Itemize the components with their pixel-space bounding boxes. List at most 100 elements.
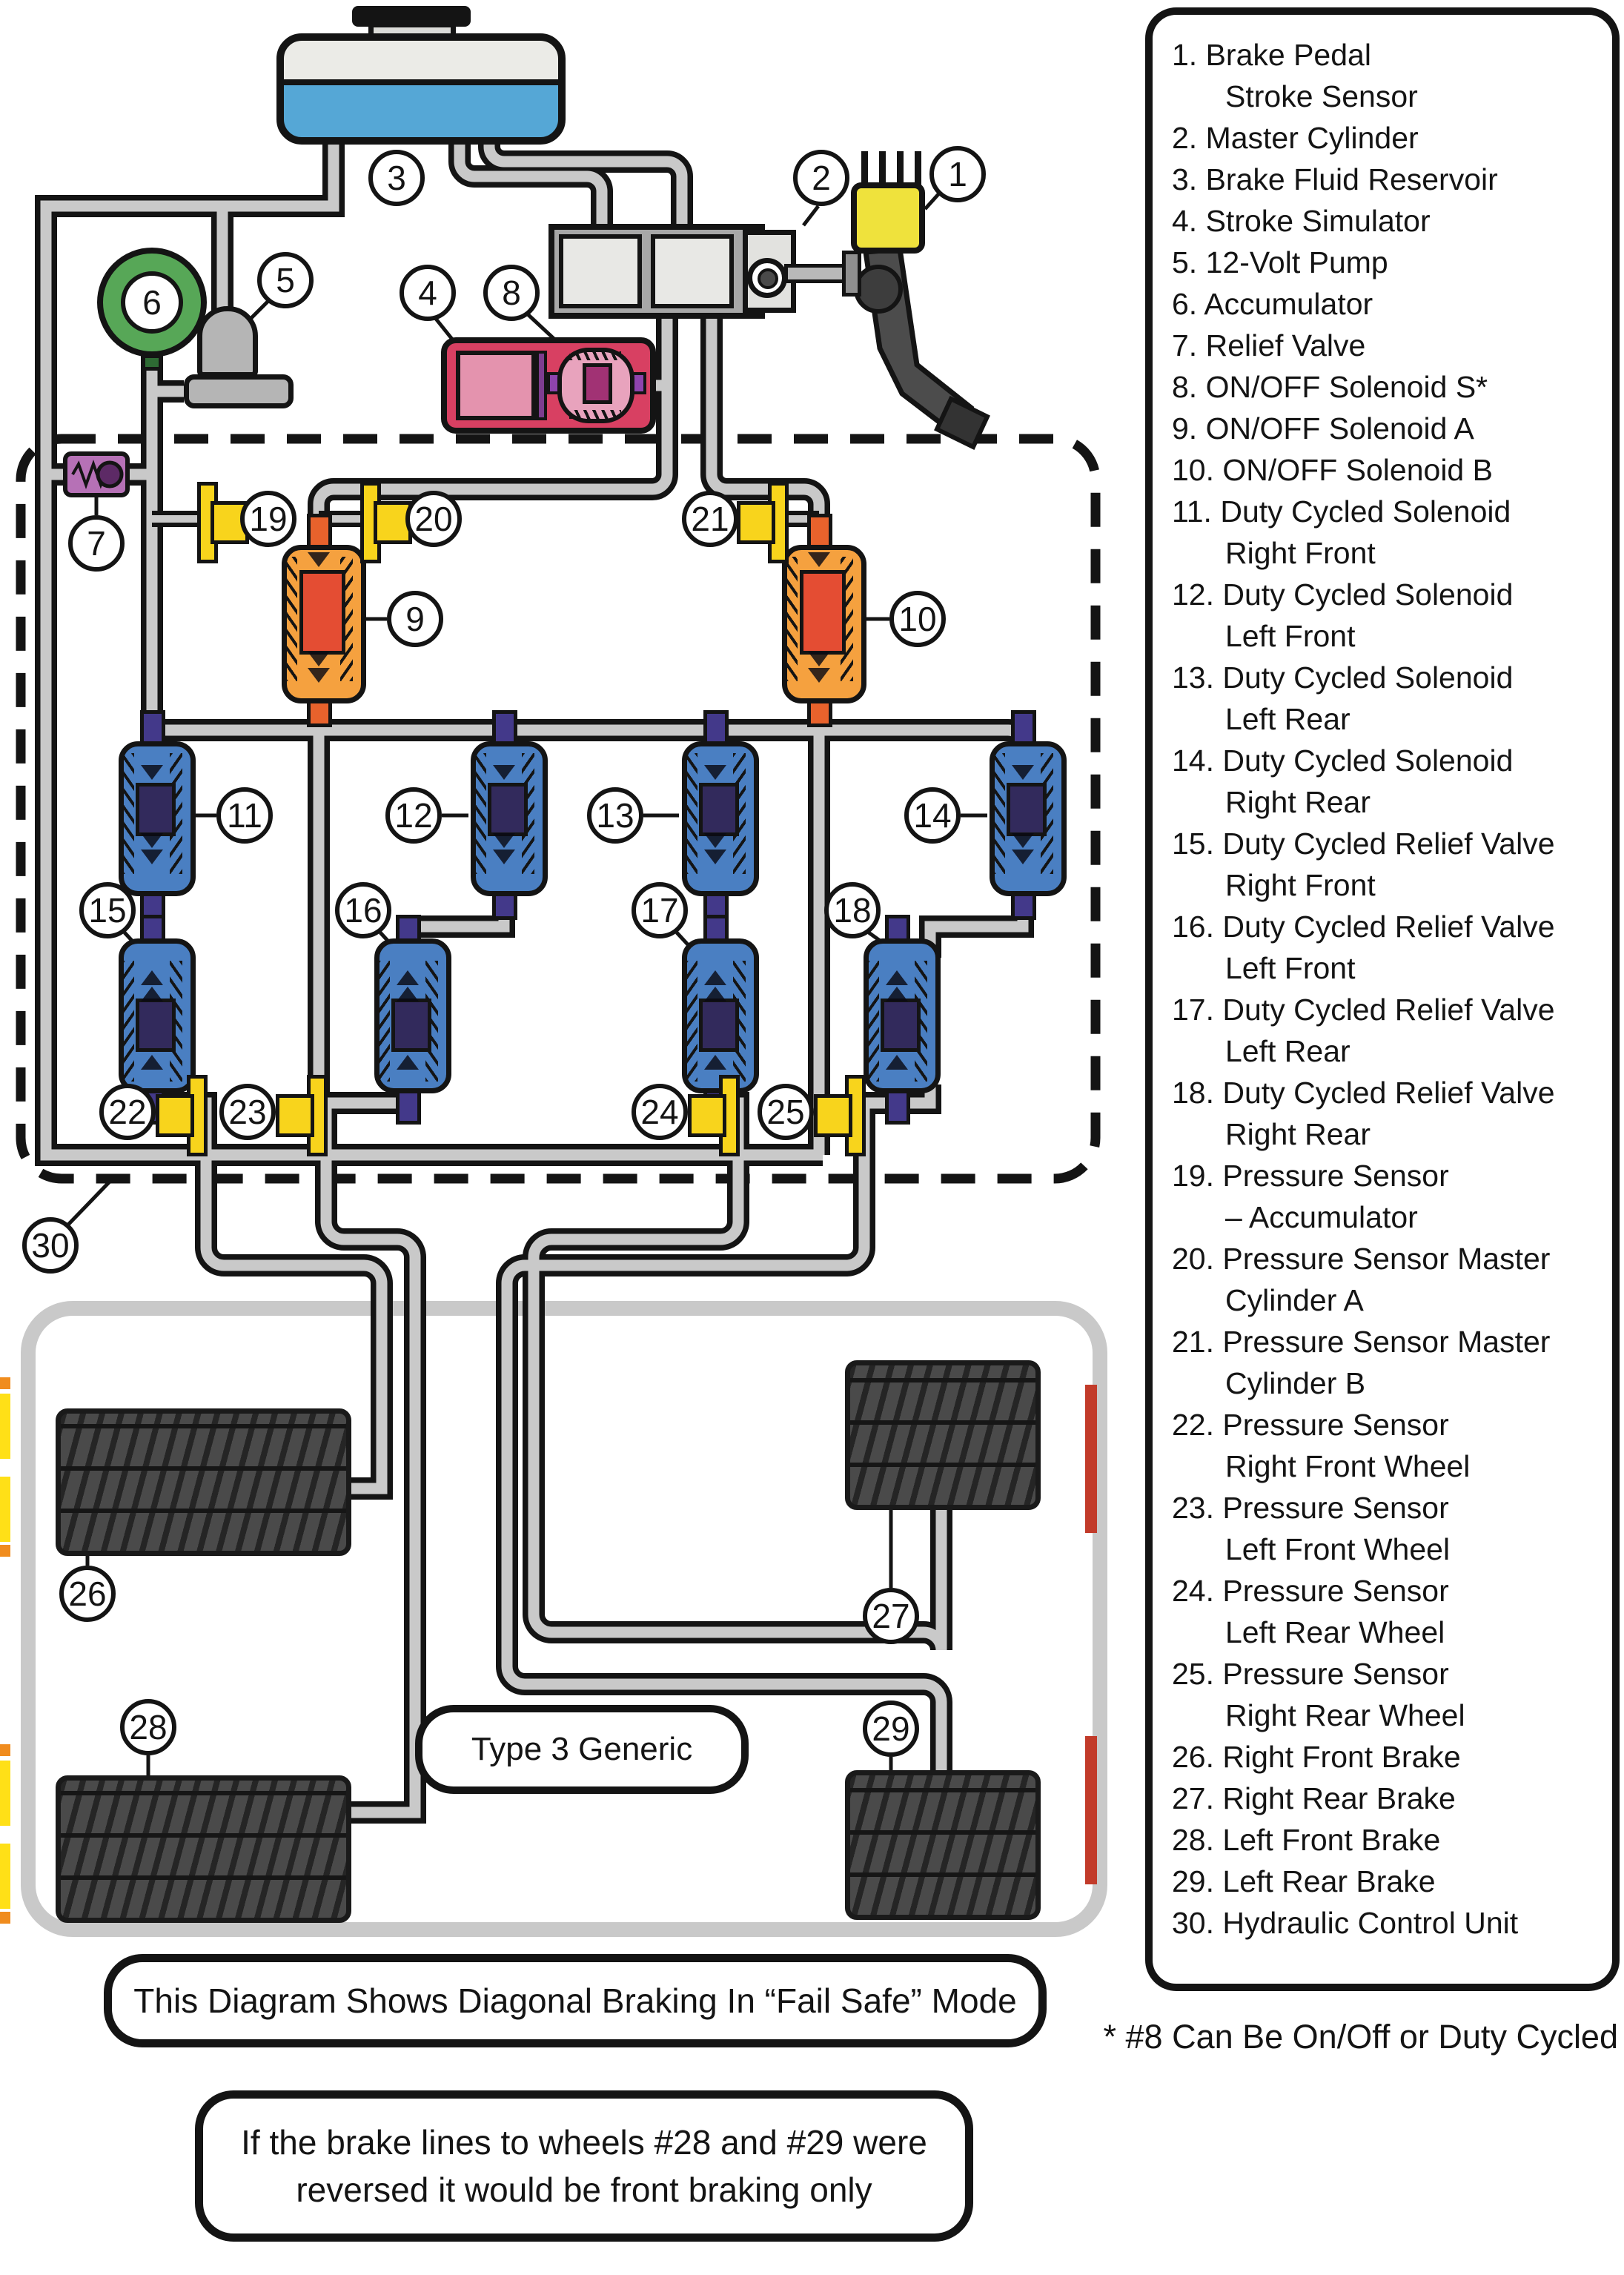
legend-item: 14. Duty Cycled Solenoid Right Rear	[1172, 744, 1514, 819]
solenoid-s-core-icon	[583, 363, 612, 404]
duty-relief-valve	[374, 915, 451, 1125]
brake-mark-icon	[0, 1912, 10, 1924]
legend-item: 22. Pressure Sensor Right Front Wheel	[1172, 1408, 1471, 1483]
valve-arrow-icon	[397, 970, 419, 985]
valve-hatch-icon	[785, 557, 798, 681]
valve-core-icon	[136, 783, 176, 836]
callout-19: 19	[240, 491, 296, 547]
callout-13: 13	[587, 787, 643, 844]
pressure-sensor-icon	[156, 1094, 194, 1137]
legend-item: 19. Pressure Sensor – Accumulator	[1172, 1159, 1449, 1234]
valve-arrow-icon	[886, 987, 908, 1001]
valve-arrow-icon	[141, 1055, 163, 1070]
pressure-sensor-icon	[737, 501, 775, 544]
valve-core-icon	[699, 999, 739, 1052]
valve-stem-icon	[492, 710, 517, 747]
legend-item: 16. Duty Cycled Relief Valve Left Front	[1172, 910, 1555, 985]
callout-4: 4	[400, 265, 456, 321]
wheel-left-front	[56, 1775, 351, 1923]
onoff-solenoid-valve	[282, 514, 366, 727]
callout-12: 12	[385, 787, 442, 844]
brake-mark-icon	[0, 1844, 10, 1909]
brake-mark-icon	[0, 1477, 10, 1542]
valve-core-icon	[699, 783, 739, 836]
valve-arrow-icon	[141, 833, 163, 848]
callout-3: 3	[368, 150, 425, 206]
legend-item: 1. Brake Pedal Stroke Sensor	[1172, 38, 1418, 113]
valve-arrow-icon	[704, 850, 726, 864]
brake-mark-icon	[1085, 1736, 1097, 1884]
legend-item: 9. ON/OFF Solenoid A	[1172, 411, 1474, 446]
pushrod-piston-icon	[758, 268, 778, 289]
pressure-sensor-icon	[688, 1094, 726, 1137]
legend-item: 23. Pressure Sensor Left Front Wheel	[1172, 1491, 1451, 1566]
brake-mark-icon	[0, 1377, 10, 1389]
pump-fitting-icon	[184, 374, 294, 408]
valve-arrow-icon	[808, 552, 830, 567]
callout-26: 26	[59, 1566, 116, 1622]
duty-solenoid-valve	[471, 710, 548, 920]
legend-item: 25. Pressure Sensor Right Rear Wheel	[1172, 1657, 1465, 1732]
legend-item: 13. Duty Cycled Solenoid Left Rear	[1172, 660, 1514, 736]
master-cylinder-chamber-b	[651, 234, 734, 308]
valve-arrow-icon	[1012, 765, 1034, 780]
callout-14: 14	[904, 787, 961, 844]
legend-item: 17. Duty Cycled Relief Valve Left Rear	[1172, 993, 1555, 1068]
legend-item: 18. Duty Cycled Relief Valve Right Rear	[1172, 1076, 1555, 1151]
valve-core-icon	[488, 783, 528, 836]
callout-15: 15	[79, 882, 136, 938]
valve-hatch-icon	[866, 961, 879, 1082]
legend-item: 26. Right Front Brake	[1172, 1740, 1461, 1774]
simulator-bar-icon	[536, 351, 547, 420]
valve-arrow-icon	[704, 833, 726, 848]
callout-7: 7	[68, 515, 125, 572]
duty-relief-valve	[864, 915, 941, 1125]
callout-27: 27	[863, 1588, 919, 1644]
legend-item: 21. Pressure Sensor Master Cylinder B	[1172, 1325, 1551, 1400]
valve-arrow-icon	[704, 765, 726, 780]
brake-pedal-icon	[854, 151, 990, 451]
duty-solenoid-valve	[682, 710, 759, 920]
valve-arrow-icon	[141, 970, 163, 985]
valve-core-icon	[800, 570, 846, 655]
simulator-piston-icon	[456, 351, 536, 420]
callout-5: 5	[257, 252, 314, 308]
valve-arrow-icon	[886, 1055, 908, 1070]
valve-arrow-icon	[141, 850, 163, 864]
wheel-left-rear	[845, 1770, 1041, 1920]
callout-1: 1	[929, 146, 986, 202]
pressure-sensor-icon	[814, 1094, 852, 1137]
callout-30: 30	[22, 1217, 79, 1274]
valve-arrow-icon	[1012, 850, 1034, 864]
brake-pedal-stroke-sensor	[851, 182, 925, 254]
valve-hatch-icon	[285, 557, 297, 681]
valve-hatch-icon	[377, 961, 390, 1082]
wheel-right-front	[56, 1408, 351, 1556]
legend-item: 20. Pressure Sensor Master Cylinder A	[1172, 1242, 1551, 1317]
valve-hatch-icon	[122, 961, 134, 1082]
valve-arrow-icon	[704, 970, 726, 985]
valve-stem-icon	[703, 710, 729, 747]
twelve-volt-pump	[197, 306, 258, 377]
duty-relief-valve	[119, 915, 196, 1125]
brake-mark-icon	[0, 1744, 10, 1756]
callout-20: 20	[405, 491, 462, 547]
valve-hatch-icon	[474, 753, 486, 874]
valve-stem-icon	[807, 514, 832, 551]
legend-item: 3. Brake Fluid Reservoir	[1172, 162, 1498, 196]
brake-mark-icon	[1085, 1385, 1097, 1533]
duty-relief-valve	[682, 915, 759, 1125]
hcu-dashed-border	[16, 434, 1101, 1184]
wheel-right-rear	[845, 1360, 1041, 1510]
valve-core-icon	[881, 999, 921, 1052]
valve-hatch-icon	[992, 753, 1005, 874]
relief-valve-icon	[63, 451, 130, 497]
callout-11: 11	[216, 787, 273, 844]
legend-item: 6. Accumulator	[1172, 287, 1373, 321]
valve-core-icon	[391, 999, 431, 1052]
legend-item: 4. Stroke Simulator	[1172, 204, 1431, 238]
valve-core-icon	[136, 999, 176, 1052]
legend-item: 27. Right Rear Brake	[1172, 1781, 1456, 1815]
pipe-cores	[40, 142, 1029, 1818]
